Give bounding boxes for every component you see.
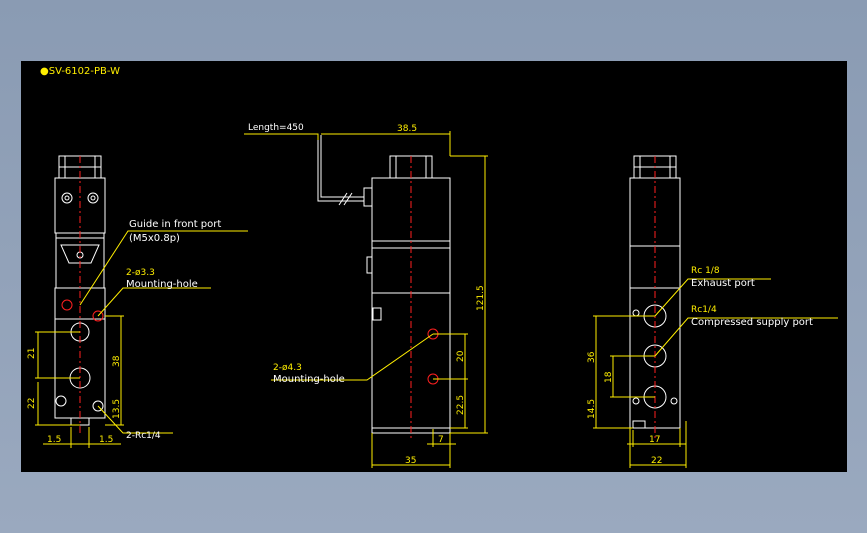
center-mount-sub: Mounting-hole [273,374,345,385]
left-mount-sub: Mounting-hole [126,279,198,290]
cad-drawing: ●SV-6102-PB-W Guide in front port (M5x0. [27,66,838,468]
drawing-title: ●SV-6102-PB-W [40,66,120,77]
left-view: Guide in front port (M5x0.8p) 2-ø3.3 Mou… [27,155,248,448]
right-supply-label: Compressed supply port [691,317,813,328]
right-dim-22: 22 [651,456,662,466]
left-mounting-hole-1 [61,299,73,311]
right-dim-36: 36 [587,351,597,363]
left-dim-1-5a: 1.5 [47,435,61,445]
cable-length-label: Length=450 [248,123,304,133]
left-screw-2 [87,192,99,204]
right-dim-14-5: 14.5 [587,399,597,419]
left-guide-sub: (M5x0.8p) [129,233,180,244]
left-mounting-hole-2 [92,310,104,322]
cad-drawing-canvas: ●SV-6102-PB-W Guide in front port (M5x0. [21,61,847,472]
left-rc-label: 2-Rc1/4 [126,431,161,441]
center-dim-20: 20 [456,350,466,362]
right-exhaust-label: Exhaust port [691,278,755,289]
center-dim-7: 7 [438,435,444,445]
center-mount-label: 2-ø4.3 [273,363,302,373]
center-dim-35: 35 [405,456,416,466]
left-guide-label: Guide in front port [129,219,221,230]
right-dim-17: 17 [649,435,660,445]
center-dim-121-5: 121.5 [476,285,486,311]
left-dim-13-5: 13.5 [112,399,122,419]
left-dim-22: 22 [27,398,37,409]
right-dim-18: 18 [604,371,614,383]
center-dim-38-5: 38.5 [397,124,417,134]
left-mount-label: 2-ø3.3 [126,268,155,278]
left-screw-1 [61,192,73,204]
right-rc14-label: Rc1/4 [691,305,717,315]
left-dim-38: 38 [112,355,122,367]
right-rc18-label: Rc 1/8 [691,266,720,276]
left-dim-21: 21 [27,348,37,359]
left-dim-1-5b: 1.5 [99,435,113,445]
center-dim-22-5: 22.5 [456,395,466,415]
right-view: Rc 1/8 Exhaust port Rc1/4 Compressed sup… [587,155,838,468]
center-view: Length=450 38.5 121.5 20 22.5 2-ø4.3 Mou… [244,123,488,468]
